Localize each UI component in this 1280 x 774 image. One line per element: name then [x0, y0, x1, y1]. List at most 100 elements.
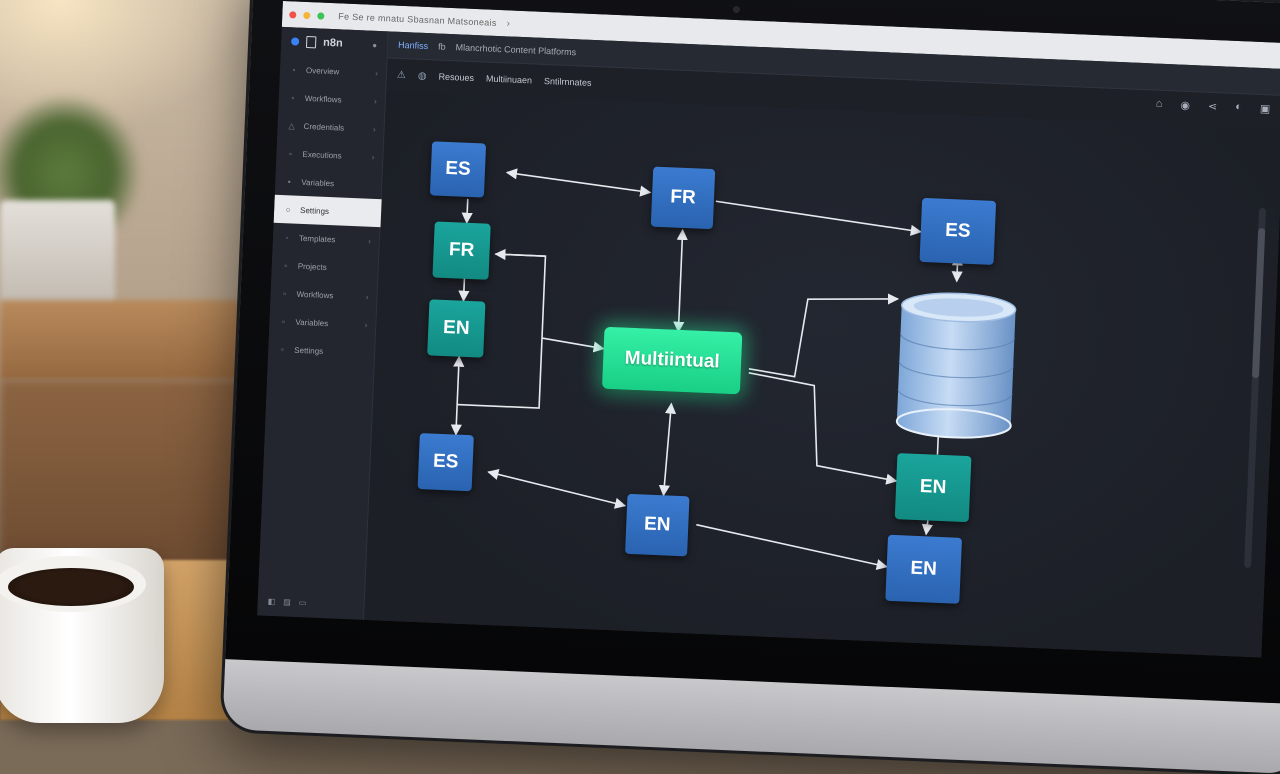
node-en-bottom-right[interactable]: EN	[885, 534, 963, 604]
sidebar-item-templates[interactable]: ◦ Templates ›	[272, 223, 379, 255]
chevron-right-icon: ›	[365, 292, 369, 302]
minimize-window-dot[interactable]	[303, 11, 311, 19]
home-icon: ▫	[292, 64, 296, 75]
connections	[450, 168, 964, 571]
toolbar-item[interactable]: Resoues	[438, 71, 475, 84]
chevron-right-icon: ›	[371, 152, 375, 162]
chevron-right-icon: ›	[364, 320, 368, 330]
chevron-right-icon: ›	[372, 124, 376, 134]
share-icon[interactable]: ◍	[417, 70, 427, 82]
node-hub[interactable]: Multiintual	[601, 326, 743, 395]
node-fr-top[interactable]: FR	[650, 166, 716, 230]
sidebar-item-variables[interactable]: ▪ Variables	[275, 167, 382, 199]
shelf	[0, 300, 250, 380]
node-es-bottom-left[interactable]: ES	[417, 433, 474, 492]
logo-icon	[291, 37, 300, 46]
template-icon: ◦	[285, 232, 289, 242]
brand-name: n8n	[322, 36, 343, 50]
sidebar-item-projects[interactable]: ▫ Projects	[271, 251, 378, 283]
lock-icon[interactable]: ⌂	[1155, 97, 1163, 110]
edge-hub-en-bottom	[658, 402, 677, 497]
footer-icon-3[interactable]: ▭	[298, 598, 307, 608]
monitor: Fe Se re mnatu Sbasnan Matsoneais › n8n …	[222, 0, 1280, 774]
monitor-chin	[222, 659, 1280, 774]
variable-icon: ▫	[281, 316, 286, 326]
edge-en-es-bottom	[450, 355, 465, 436]
sidebar-item-workflows[interactable]: ▫ Workflows ›	[278, 83, 385, 115]
node-en-bottom[interactable]: EN	[625, 493, 690, 557]
screen: Fe Se re mnatu Sbasnan Matsoneais › n8n …	[257, 0, 1280, 658]
footer-icon-2[interactable]: ▤	[283, 597, 292, 607]
sidebar-item-workflows-2[interactable]: ▫ Workflows ›	[270, 279, 377, 311]
sidebar-item-label: Workflows	[296, 289, 334, 300]
edge-es-fr-left	[461, 198, 473, 224]
node-es-top-left[interactable]: ES	[429, 141, 487, 198]
warning-icon[interactable]: ⚠	[396, 69, 407, 81]
edge-to-hub	[541, 337, 605, 353]
brand-row: n8n ●	[281, 27, 388, 59]
node-en-left[interactable]: EN	[427, 299, 486, 358]
sidebar-item-label: Variables	[301, 177, 335, 188]
sidebar-item-credentials[interactable]: △ Credentials ›	[277, 111, 384, 143]
sidebar-item-label: Overview	[305, 65, 340, 76]
sidebar-item-label: Workflows	[304, 93, 342, 104]
variable-icon: ▪	[287, 176, 291, 186]
edge-fr-hub	[673, 228, 688, 333]
edge-hub-db	[748, 293, 900, 378]
edge-fr-es	[715, 200, 922, 236]
app: n8n ● ▫ Overview › ▫ Workflows › △ Crede…	[257, 26, 1280, 658]
node-fr-left[interactable]: FR	[432, 221, 491, 280]
edge-es-fr	[505, 168, 652, 197]
arrow-icon[interactable]: ›	[506, 17, 511, 29]
node-es-top-right[interactable]: ES	[919, 197, 997, 265]
workflow-icon: ▫	[283, 288, 287, 298]
edge-fr-en-left	[458, 276, 470, 302]
footer-icon-1[interactable]: ◧	[267, 596, 276, 607]
key-icon: △	[288, 120, 295, 131]
cabinet	[0, 380, 250, 580]
edge-en-en	[696, 523, 888, 571]
chevron-right-icon: ›	[375, 68, 379, 78]
breadcrumb-item[interactable]: Mlancrhotic Content Platforms	[455, 42, 577, 58]
browser-url[interactable]: Fe Se re mnatu Sbasnan Matsoneais	[338, 11, 497, 28]
edge-hub-en	[748, 371, 898, 485]
list-icon: ▫	[288, 148, 293, 158]
workflow-canvas[interactable]: ES FR ES FR EN Multiintual ES EN EN EN	[364, 91, 1280, 658]
maximize-window-dot[interactable]	[317, 11, 325, 20]
folder-icon: ▫	[284, 260, 288, 270]
sidebar-item-variables-2[interactable]: ▫ Variables ›	[269, 307, 376, 339]
sidebar-item-label: Settings	[299, 205, 330, 216]
globe-icon[interactable]: ◉	[1180, 99, 1191, 113]
toolbar-item[interactable]: Multiinuaen	[485, 73, 533, 86]
breadcrumb-item[interactable]: fb	[437, 41, 446, 52]
sidebar-item-label: Credentials	[303, 121, 345, 133]
chevron-right-icon: ›	[373, 96, 377, 106]
sidebar-item-executions[interactable]: ▫ Executions ›	[276, 139, 383, 171]
workflow-icon: ▫	[291, 92, 295, 103]
camera	[732, 5, 741, 14]
sidebar-item-label: Templates	[298, 233, 336, 244]
sidebar-item-label: Executions	[302, 149, 342, 161]
edge-es-en-bottom	[487, 468, 627, 509]
sidebar-item-overview[interactable]: ▫ Overview ›	[279, 55, 386, 87]
sidebar-footer: ◧ ▤ ▭	[268, 597, 307, 608]
plant-pot	[0, 200, 115, 315]
database-icon[interactable]	[888, 283, 1025, 448]
sidebar-item-label: Projects	[297, 261, 327, 272]
coffee-mug	[0, 548, 164, 723]
chevron-right-icon: ›	[368, 236, 372, 246]
close-window-dot[interactable]	[289, 10, 297, 19]
breadcrumb-item[interactable]: Hanfiss	[397, 39, 429, 52]
panel-icon[interactable]	[305, 35, 317, 49]
comment-icon[interactable]: ◐	[1234, 100, 1243, 114]
sidebar-item-label: Variables	[295, 317, 329, 328]
sidebar-item-label: Settings	[294, 345, 324, 356]
sidebar-item-settings-2[interactable]: ▫ Settings	[268, 335, 375, 367]
gear-icon: ○	[285, 204, 291, 214]
node-en-right[interactable]: EN	[894, 453, 972, 523]
pin-icon[interactable]: ●	[372, 40, 378, 50]
share-icon[interactable]: ⋖	[1207, 100, 1218, 114]
toolbar-item[interactable]: Sntilrnnates	[543, 75, 592, 88]
gear-icon: ▫	[280, 344, 284, 354]
settings-icon[interactable]: ▣	[1259, 102, 1271, 116]
